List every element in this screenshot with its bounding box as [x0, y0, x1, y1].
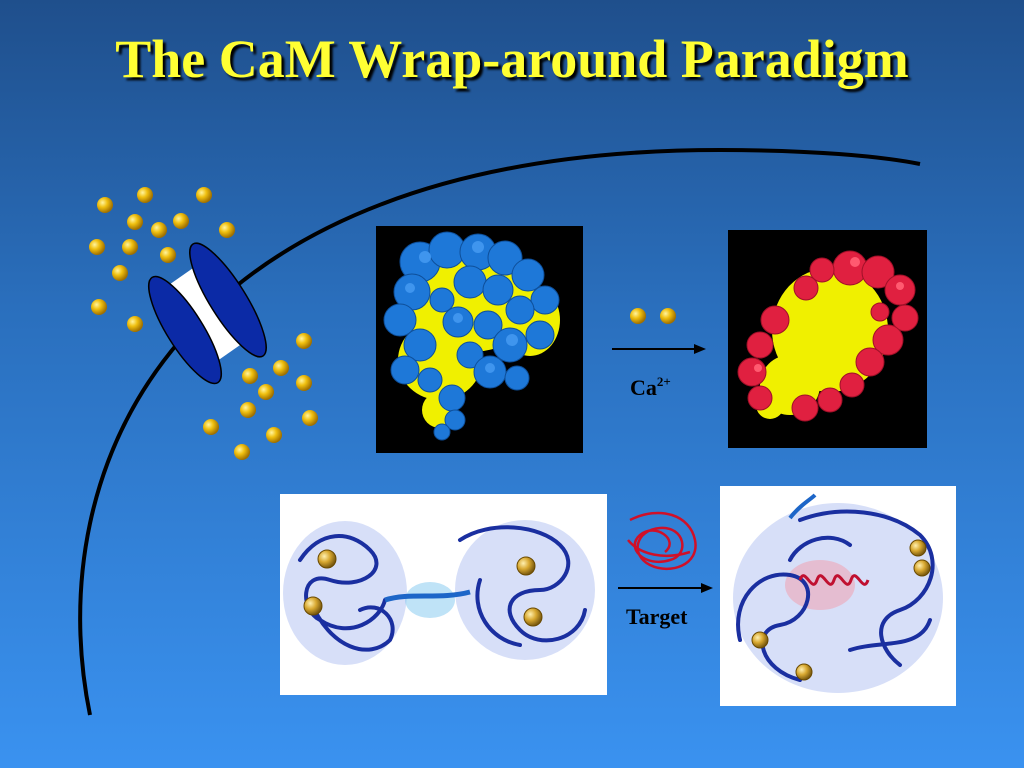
calcium-ion-icon [258, 384, 274, 400]
calcium-ion-icon [137, 187, 153, 203]
calcium-ions-outside [89, 187, 235, 332]
target-peptide-icon [627, 511, 697, 571]
calcium-ion-icon [234, 444, 250, 460]
target-label: Target [626, 604, 688, 629]
calcium-ion-icon [630, 308, 646, 324]
calcium-ion-icon [296, 375, 312, 391]
calcium-ion-icon [266, 427, 282, 443]
apo-cam-surface-panel [376, 226, 583, 453]
calcium-ion-icon [122, 239, 138, 255]
calcium-ion-icon [112, 265, 128, 281]
ion-channel-icon [148, 242, 267, 385]
calcium-ion-icon [203, 419, 219, 435]
calcium-ion-icon [196, 187, 212, 203]
calcium-ion-icon [240, 402, 256, 418]
calcium-ion-icon [296, 333, 312, 349]
calcium-ion-icon [173, 213, 189, 229]
calcium-ion-icon [127, 316, 143, 332]
calcium-ion-icon [127, 214, 143, 230]
holo-cam-surface-panel [728, 230, 927, 448]
cam-target-complex-panel [720, 486, 956, 706]
arrow-right-icon [612, 344, 706, 354]
calcium-ion-icon [660, 308, 676, 324]
arrow-right-icon [618, 583, 713, 593]
calcium-ions-inside [203, 333, 318, 460]
calcium-label-base: Ca [630, 375, 657, 400]
calcium-ion-icon [160, 247, 176, 263]
calcium-ion-icon [91, 299, 107, 315]
calcium-ion-icon [273, 360, 289, 376]
calcium-ion-icon [151, 222, 167, 238]
cell-membrane [78, 147, 921, 716]
calcium-label: Ca2+ [630, 374, 671, 400]
calcium-ion-icon [97, 197, 113, 213]
calcium-ion-icon [89, 239, 105, 255]
calcium-ion-icon [219, 222, 235, 238]
calcium-label-charge: 2+ [657, 374, 671, 389]
page-title: The CaM Wrap-around Paradigm [115, 29, 909, 89]
calcium-ion-icon [302, 410, 318, 426]
extended-cam-ribbon-panel [280, 494, 607, 695]
calcium-ion-icon [242, 368, 258, 384]
